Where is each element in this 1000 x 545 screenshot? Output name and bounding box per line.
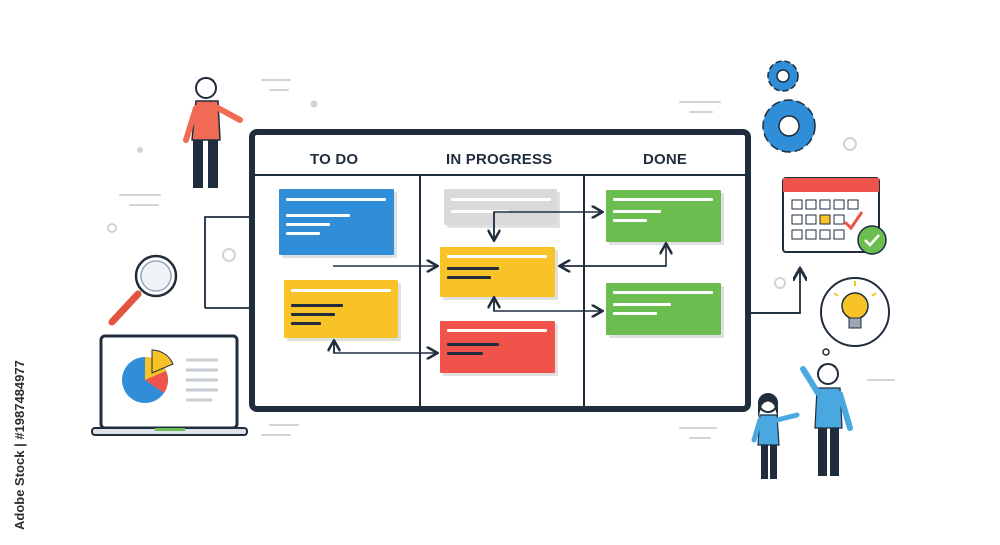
task-card-yellow[interactable]	[284, 280, 398, 338]
task-card-grey[interactable]	[444, 189, 557, 225]
calendar-icon	[782, 177, 887, 255]
task-card-green[interactable]	[606, 190, 721, 242]
gear-icon	[762, 60, 816, 153]
task-card-blue[interactable]	[279, 189, 394, 255]
column-header-todo: TO DO	[310, 151, 359, 168]
laptop-icon	[91, 334, 248, 436]
column-header-done: DONE	[643, 151, 688, 168]
decorative-dashes	[119, 79, 895, 439]
person-man-figure	[800, 363, 853, 476]
checkmark-icon	[857, 225, 887, 255]
column-header-in-progress: IN PROGRESS	[446, 151, 553, 168]
watermark-side-text: Adobe Stock | #1987484977	[12, 360, 27, 530]
speech-bubble-icon	[820, 277, 890, 356]
task-card-red[interactable]	[440, 321, 555, 373]
column-divider	[583, 176, 585, 406]
board-arrows	[255, 135, 733, 394]
pie-chart-icon	[122, 349, 174, 403]
magnifier-icon	[108, 254, 178, 326]
lightbulb-icon	[833, 281, 877, 329]
task-card-green[interactable]	[606, 283, 721, 335]
task-card-yellow[interactable]	[440, 247, 555, 297]
column-divider	[419, 176, 421, 406]
header-divider	[255, 174, 745, 176]
person-woman-figure	[751, 393, 800, 479]
decorative-dots	[107, 100, 857, 289]
person-pointing-figure	[183, 77, 243, 188]
kanban-board: TO DO IN PROGRESS DONE	[249, 129, 751, 412]
